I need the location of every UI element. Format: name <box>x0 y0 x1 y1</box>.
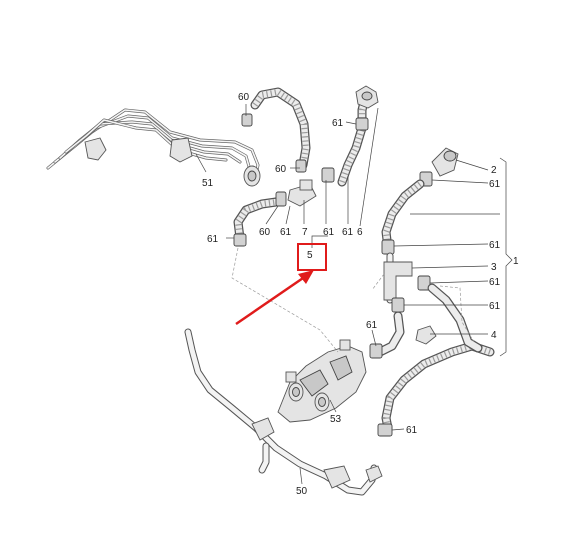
label-61-center: 61 <box>366 320 378 331</box>
label-61-left: 61 <box>207 234 219 245</box>
label-61-right-1: 61 <box>489 179 501 190</box>
label-61-upper-mid: 61 <box>332 118 344 129</box>
label-61-bottom-right: 61 <box>406 425 418 436</box>
label-3: 3 <box>491 262 497 273</box>
label-51: 51 <box>202 178 214 189</box>
part-labels: 60 61 60 51 60 61 7 61 61 6 61 5 2 61 61… <box>202 92 519 497</box>
guide-lines <box>231 247 475 353</box>
label-60-mid: 60 <box>275 164 287 175</box>
leader-lines <box>195 104 513 485</box>
coolant-pipe-50 <box>184 328 383 496</box>
label-61-under-7-left: 61 <box>280 227 292 238</box>
valve-body-53 <box>277 339 367 423</box>
label-60-top: 60 <box>238 92 250 103</box>
right-hose-group <box>369 147 495 437</box>
upper-hose-group <box>233 85 379 247</box>
label-2: 2 <box>491 165 497 176</box>
label-4: 4 <box>491 330 497 341</box>
label-6: 6 <box>357 227 363 238</box>
label-1: 1 <box>513 256 519 267</box>
label-61-right-2: 61 <box>489 240 501 251</box>
label-7: 7 <box>302 227 308 238</box>
label-5: 5 <box>307 250 313 261</box>
label-50: 50 <box>296 486 308 497</box>
highlight-annotation <box>235 243 327 326</box>
label-53: 53 <box>330 414 342 425</box>
label-61-under-6: 61 <box>342 227 354 238</box>
label-61-right-3: 61 <box>489 277 501 288</box>
label-61-under-5: 61 <box>323 227 335 238</box>
highlight-arrow-shaft <box>235 274 307 326</box>
label-60-bottom: 60 <box>259 227 271 238</box>
label-61-right-4: 61 <box>489 301 501 312</box>
tube-bundle-51 <box>46 108 261 187</box>
highlight-arrow-head <box>298 270 314 284</box>
highlight-box <box>297 243 327 271</box>
